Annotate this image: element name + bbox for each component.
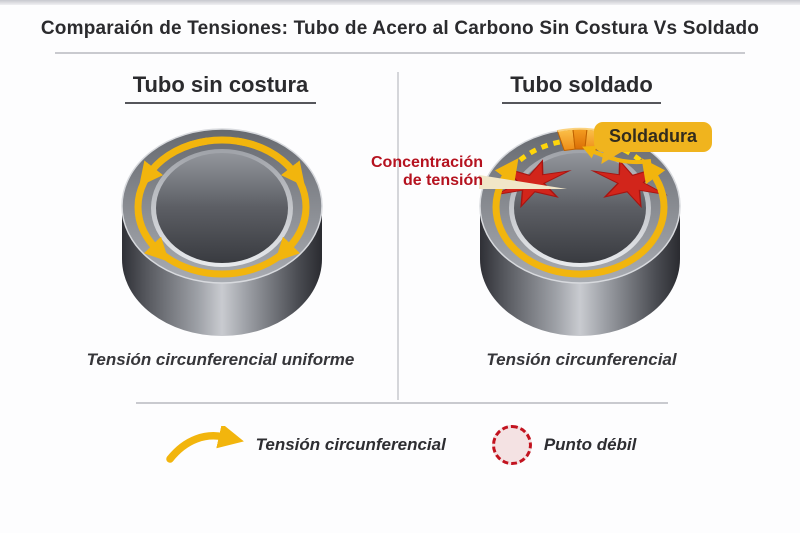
tube-top-face [121,128,323,284]
legend-entry-weak-point: Punto débil [491,425,637,465]
stress-starbursts [494,159,668,209]
legend-label-hoop-stress: Tensión circunferencial [255,435,446,454]
soldadura-label: Soldadura [594,122,713,152]
stress-concentration-label: Concentración de tensión [369,154,483,191]
welded-panel: Tubo soldado [371,66,800,402]
legend-divider [136,402,668,404]
red-dashed-circle-icon [491,425,532,465]
legend: Tensión circunferencial Punto débil [0,404,800,486]
stress-label-line2: de tensión [402,172,483,190]
tube-side [480,206,680,336]
tube-top-face [479,128,681,284]
welded-heading: Tubo soldado [381,72,782,104]
comparison-panels: Tubo sin costura [0,66,800,402]
curved-yellow-arrow-icon [165,426,244,463]
welded-caption: Tensión circunferencial [486,350,677,369]
tube-bore [156,153,288,263]
tube-side [122,206,322,336]
seamless-caption: Tensión circunferencial uniforme [86,350,355,369]
seamless-panel: Tubo sin costura [0,66,397,402]
panel-divider [397,72,399,400]
uniform-hoop-stress-arrows [134,136,310,278]
stress-callout-wedge [479,175,567,189]
tube-bore [514,153,646,263]
stress-label-line1: Concentración [370,154,483,171]
seamless-heading: Tubo sin costura [22,72,419,104]
top-edge-strip [0,0,800,5]
legend-entry-hoop-stress: Tensión circunferencial [164,426,446,464]
title-divider [55,52,745,54]
tube-inner-bevel [509,149,651,267]
stress-starburst-left [494,159,572,209]
tube-inner-bevel [151,149,293,267]
hoop-stress-arc [492,158,668,278]
legend-label-weak-point: Punto débil [543,435,637,454]
page-title: Comparaión de Tensiones: Tubo de Acero a… [40,18,760,39]
